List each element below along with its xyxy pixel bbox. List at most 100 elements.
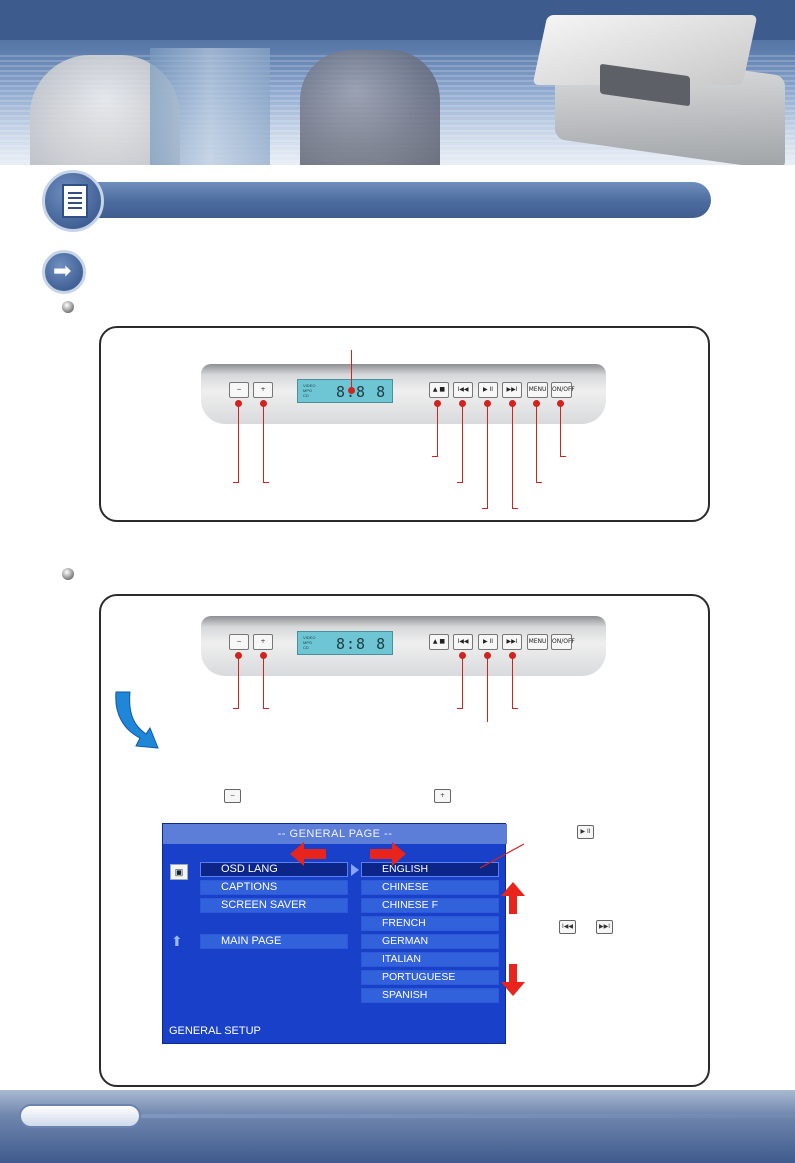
callout-play-pause [487, 656, 488, 722]
volume-down-button[interactable]: − [229, 382, 249, 398]
callout-dot [459, 400, 466, 407]
section-title-bar [78, 182, 711, 218]
osd-up-arrow-icon: ⬆ [171, 934, 183, 950]
osd-option-spanish[interactable]: SPANISH [361, 988, 499, 1003]
callout-dot [484, 652, 491, 659]
red-right-arrow-icon [370, 842, 406, 866]
callout-tick [457, 708, 463, 709]
callout-dot [459, 652, 466, 659]
callout-volume-down [238, 656, 239, 708]
lcd-digits: 8:8 8 [336, 383, 387, 401]
callout-tick [263, 708, 269, 709]
osd-option-chinese[interactable]: CHINESE [361, 880, 499, 895]
callout-volume-down [238, 404, 239, 482]
osd-option-chinese-f[interactable]: CHINESE F [361, 898, 499, 913]
callout-menu [536, 404, 537, 482]
lcd-label-cd: CD [303, 393, 309, 398]
lcd-label-mpg: MPG [303, 388, 313, 393]
document-icon [42, 170, 104, 232]
next-button[interactable]: ▶▶I [502, 634, 522, 650]
on-off-button[interactable]: ON/OFF [551, 634, 575, 650]
osd-setup-icon: ▣ [170, 864, 188, 880]
callout-next [512, 656, 513, 708]
eject-stop-button[interactable]: ▲ ■ [429, 382, 449, 398]
callout-dot [533, 400, 540, 407]
callout-on-off [560, 404, 561, 456]
osd-option-german[interactable]: GERMAN [361, 934, 499, 949]
callout-tick [457, 482, 463, 483]
previous-button[interactable]: I◀◀ [453, 382, 473, 398]
banner-photo-person-2 [300, 50, 440, 165]
callout-english [479, 843, 525, 869]
osd-option-french[interactable]: FRENCH [361, 916, 499, 931]
osd-screen: -- GENERAL PAGE -- ▣ OSD LANG CAPTIONS S… [162, 823, 507, 1044]
curved-down-arrow [115, 691, 159, 749]
osd-option-english[interactable]: ENGLISH [361, 862, 499, 877]
callout-volume-up [263, 404, 264, 482]
callout-tick [536, 482, 542, 483]
callout-play-pause [487, 404, 488, 508]
callout-tick [512, 708, 518, 709]
volume-up-button[interactable]: + [253, 634, 273, 650]
previous-key-icon: I◀◀ [559, 920, 576, 934]
callout-dot [509, 652, 516, 659]
menu-button[interactable]: MENU [527, 382, 548, 398]
osd-item-main-page[interactable]: MAIN PAGE [200, 934, 348, 949]
bullet-icon [62, 568, 74, 580]
osd-pointer-icon [351, 864, 359, 876]
lcd-display: VIDEO MPG CD 8:8 8 [297, 379, 393, 403]
footer-line [141, 1114, 795, 1118]
page-number-pill [19, 1104, 141, 1128]
next-button[interactable]: ▶▶I [502, 382, 522, 398]
callout-dot [348, 387, 355, 394]
callout-tick [482, 508, 488, 509]
callout-volume-up [263, 656, 264, 708]
callout-dot [557, 400, 564, 407]
callout-dot [484, 400, 491, 407]
plus-key-icon: + [434, 789, 451, 803]
header-banner [0, 0, 795, 165]
callout-dot [260, 400, 267, 407]
lcd-label-video: VIDEO [303, 383, 316, 388]
media-control-strip: − + VIDEO MPG CD 8:8 8 ▲ ■ I◀◀ ▶ II ▶▶I … [201, 616, 606, 676]
callout-tick [512, 508, 518, 509]
callout-dot [235, 652, 242, 659]
callout-dot [434, 400, 441, 407]
callout-dot [260, 652, 267, 659]
media-control-strip: − + VIDEO MPG CD 8:8 8 ▲ ■ I◀◀ ▶ II ▶▶I … [201, 364, 606, 424]
red-left-arrow-icon [290, 842, 326, 866]
callout-eject [437, 404, 438, 456]
lcd-label-cd: CD [303, 645, 309, 650]
callout-next [512, 404, 513, 508]
red-down-arrow-icon [501, 964, 525, 996]
eject-stop-button[interactable]: ▲ ■ [429, 634, 449, 650]
osd-item-osd-lang[interactable]: OSD LANG [200, 862, 348, 877]
lcd-label-mpg: MPG [303, 640, 313, 645]
callout-tick [560, 456, 566, 457]
volume-up-button[interactable]: + [253, 382, 273, 398]
arrow-right-icon: ➡ [42, 250, 86, 294]
osd-footer: GENERAL SETUP [169, 1025, 261, 1037]
osd-option-portuguese[interactable]: PORTUGUESE [361, 970, 499, 985]
callout-tick [233, 708, 239, 709]
osd-item-captions[interactable]: CAPTIONS [200, 880, 348, 895]
play-pause-button[interactable]: ▶ II [478, 634, 498, 650]
play-pause-button[interactable]: ▶ II [478, 382, 498, 398]
volume-down-button[interactable]: − [229, 634, 249, 650]
minus-key-icon: − [224, 789, 241, 803]
play-pause-key-icon: ▶ II [577, 825, 594, 839]
osd-option-italian[interactable]: ITALIAN [361, 952, 499, 967]
on-off-button[interactable]: ON/OFF [551, 382, 575, 398]
callout-tick [233, 482, 239, 483]
osd-item-screen-saver[interactable]: SCREEN SAVER [200, 898, 348, 913]
red-up-arrow-icon [501, 882, 525, 914]
next-key-icon: ▶▶I [596, 920, 613, 934]
callout-tick [432, 456, 438, 457]
callout-lcd [351, 350, 352, 390]
osd-header: -- GENERAL PAGE -- [163, 824, 507, 844]
banner-photo-building [150, 48, 270, 165]
control-panel-diagram: − + VIDEO MPG CD 8:8 8 ▲ ■ I◀◀ ▶ II ▶▶I … [99, 326, 710, 522]
previous-button[interactable]: I◀◀ [453, 634, 473, 650]
menu-button[interactable]: MENU [527, 634, 548, 650]
callout-tick [263, 482, 269, 483]
